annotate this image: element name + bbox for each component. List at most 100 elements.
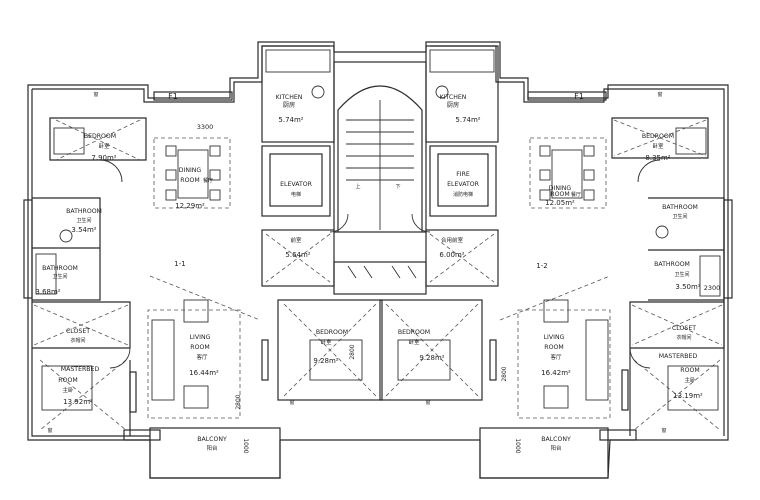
tub-right [699,255,721,297]
chair [583,169,595,181]
dining-right-zone [529,137,607,209]
outer-wall [27,41,729,479]
balcony-left-en: BALCONY [197,436,227,443]
closet-left-wall [32,301,131,348]
balcony-right-step [599,429,637,441]
fire-elevator-cn: 消防电梯 [453,191,473,198]
dining-table-right [551,149,583,199]
bedroom-mid-left-cross [283,303,377,397]
toilet-left [59,229,73,243]
dining-left-area: 12.29m² [175,202,205,210]
sofa-right [585,319,609,401]
dining-left-en2: ROOM [180,177,199,184]
bedroom-right-top-en: BEDROOM [642,133,674,140]
bath-right-bot-cn: 卫生间 [674,271,689,278]
kitchen-left-en: KITCHEN [276,94,303,101]
bedroom-mid-right-cn: 卧室 [408,338,420,346]
lobby-right-cross [429,233,495,283]
counter-left [265,49,331,73]
dining-table-left [177,149,209,199]
chair [539,189,551,201]
bedroom-mid-left-cn: 卧室 [320,338,332,346]
kitchen-left-area: 5.74m² [278,116,303,124]
master-left-cn: 主卧 [62,386,74,394]
lobby-left-cross [265,233,331,283]
bath-right-top-cn: 卫生间 [672,213,687,220]
dim-2800-c: 2800 [501,366,508,381]
living-right-cn: 客厅 [550,353,562,361]
bedroom-mid-left-en: BEDROOM [316,329,348,336]
counter-right [429,49,495,73]
unit-label-left: 1-1 [174,260,185,268]
furniture-layer [35,49,721,411]
chair [209,169,221,181]
bath-left-bot-cn: 卫生间 [52,273,67,280]
bed-mid-right [397,339,451,381]
balcony-left-step [123,429,161,441]
bath-left-top-area: 3.54m² [71,226,96,234]
balcony-left-wall [149,427,281,479]
balcony-right-cn: 阳台 [550,444,562,452]
master-right-cross [633,359,721,431]
bedroom-mid-right-area: 9.28m² [419,354,444,362]
bedroom-right-top-area: 8.35m² [645,154,670,162]
living-left-area: 16.44m² [189,369,219,377]
chair [539,145,551,157]
labels-layer: F1 F1 KITCHEN 厨房 5.74m² KITCHEN 厨房 5.74m… [35,91,720,454]
door-swing [99,159,123,183]
window-label: 窗 [47,427,52,434]
bedroom-left-top-area: 7.90m² [91,154,116,162]
master-right-area: 13.19m² [673,392,703,400]
dim-1000-b: 1000 [514,438,521,453]
lobby-left-cn: 前室 [290,236,302,244]
tub-left [35,253,57,295]
window-right-bath [723,199,733,299]
living-right-rug [517,309,611,419]
stair-arc [337,85,423,232]
armchair-left-bottom [183,385,209,409]
bath-right-bot-area: 3.50m² [675,283,700,291]
master-left-area: 13.92m² [63,398,93,406]
chair [209,145,221,157]
bedroom-right-top-wall [611,117,709,159]
bed-master-left [41,365,93,411]
sofa-left [151,319,175,401]
bath-left-bot-en: BATHROOM [42,265,78,272]
bath-left-bot-area: 3.68m² [35,288,60,296]
window-label: 窗 [661,427,666,434]
balcony-right-wall [479,427,609,479]
bath-right-top-en: BATHROOM [662,204,698,211]
closet-right-wall [629,301,725,349]
dining-left-zone [153,137,231,209]
armchair-right-top [543,299,569,323]
lobby-left-area: 5.64m² [285,251,310,259]
unit-label-right: 1-2 [536,262,547,270]
dim-2800-b: 2800 [349,344,356,359]
bed-mid-left [309,339,363,381]
bedroom-mid-left-wall [277,299,383,401]
balcony-left-cn: 阳台 [206,444,218,452]
living-left-en2: ROOM [190,344,209,351]
master-left-cross [39,359,127,431]
stair-down-label: 下 [395,184,400,190]
outer-wall-inner-right [430,45,725,436]
balcony-right-en: BALCONY [541,436,571,443]
lobby-right-wall [425,229,499,287]
master-right-en: MASTERBED [659,353,698,360]
bed-left-top [53,127,85,155]
bedroom-left-top-wall [49,117,147,161]
window-mid-left [261,339,269,381]
bath-right-bot-en: BATHROOM [654,261,690,268]
chair [165,189,177,201]
window-master-left [129,371,137,413]
door-swing [629,347,651,369]
dining-left-en: DINING [179,167,202,174]
shaft-hatches [347,265,417,279]
bedroom-left-top-cross [55,119,141,161]
window-dining-left [153,91,233,101]
bed-master-right [667,365,719,411]
bedroom-left-top-cn: 卧室 [98,142,110,150]
kitchen-right-area: 5.74m² [455,116,480,124]
door-swing [329,213,349,233]
